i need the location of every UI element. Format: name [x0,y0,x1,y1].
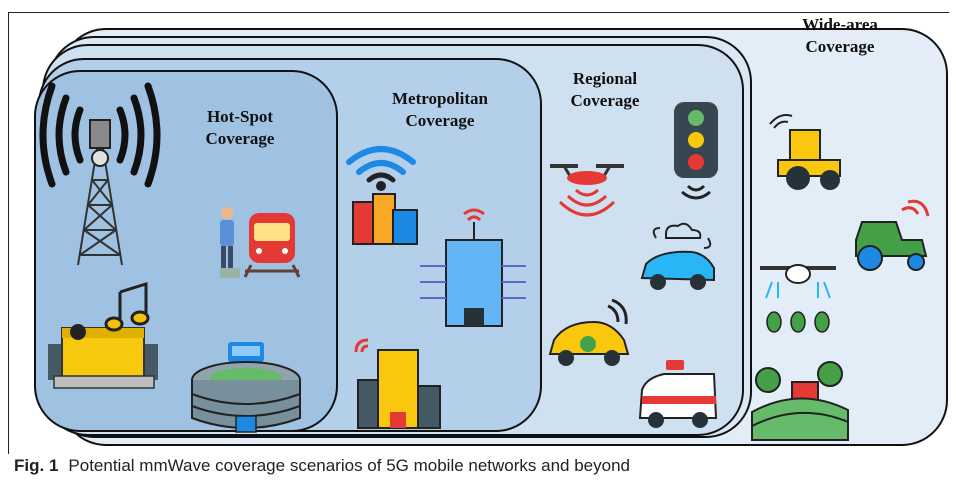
electric-car-icon [548,298,630,366]
wide-area-label: Wide-area Coverage [770,14,910,58]
stadium-icon [191,342,301,433]
ambulance-icon [638,360,718,428]
traffic-light-icon [674,102,718,200]
figure-label: Fig. 1 [14,456,59,475]
tractor-icon [769,114,841,190]
figure-caption: Fig. 1 Potential mmWave coverage scenario… [14,456,630,476]
hot-spot-label-line1: Hot-Spot [206,107,274,126]
figure-frame [8,12,949,454]
metropolitan-label: Metropolitan Coverage [370,88,510,132]
person-train-icon [220,207,301,278]
wifi-buildings-icon [346,146,418,245]
metropolitan-label-line1: Metropolitan [391,89,488,108]
farm-icon [751,361,849,441]
concert-stage-icon [48,281,158,389]
cell-tower-icon [39,82,161,266]
regional-label-line1: Regional [572,69,638,88]
crop-drone-icon [760,264,836,333]
office-tower-icon [354,338,441,429]
smart-building-icon [420,208,526,327]
metropolitan-label-line2: Coverage [405,111,475,130]
green-tractor-icon [855,199,930,271]
regional-label: Regional Coverage [545,68,665,112]
hot-spot-label: Hot-Spot Coverage [180,106,300,150]
regional-label-line2: Coverage [570,91,640,110]
wide-area-label-line1: Wide-area [802,15,878,34]
drone-icon [550,164,624,217]
wide-area-label-line2: Coverage [805,37,875,56]
hot-spot-label-line2: Coverage [205,129,275,148]
connected-car-icon [640,222,715,290]
figure-caption-text: Potential mmWave coverage scenarios of 5… [68,456,631,475]
